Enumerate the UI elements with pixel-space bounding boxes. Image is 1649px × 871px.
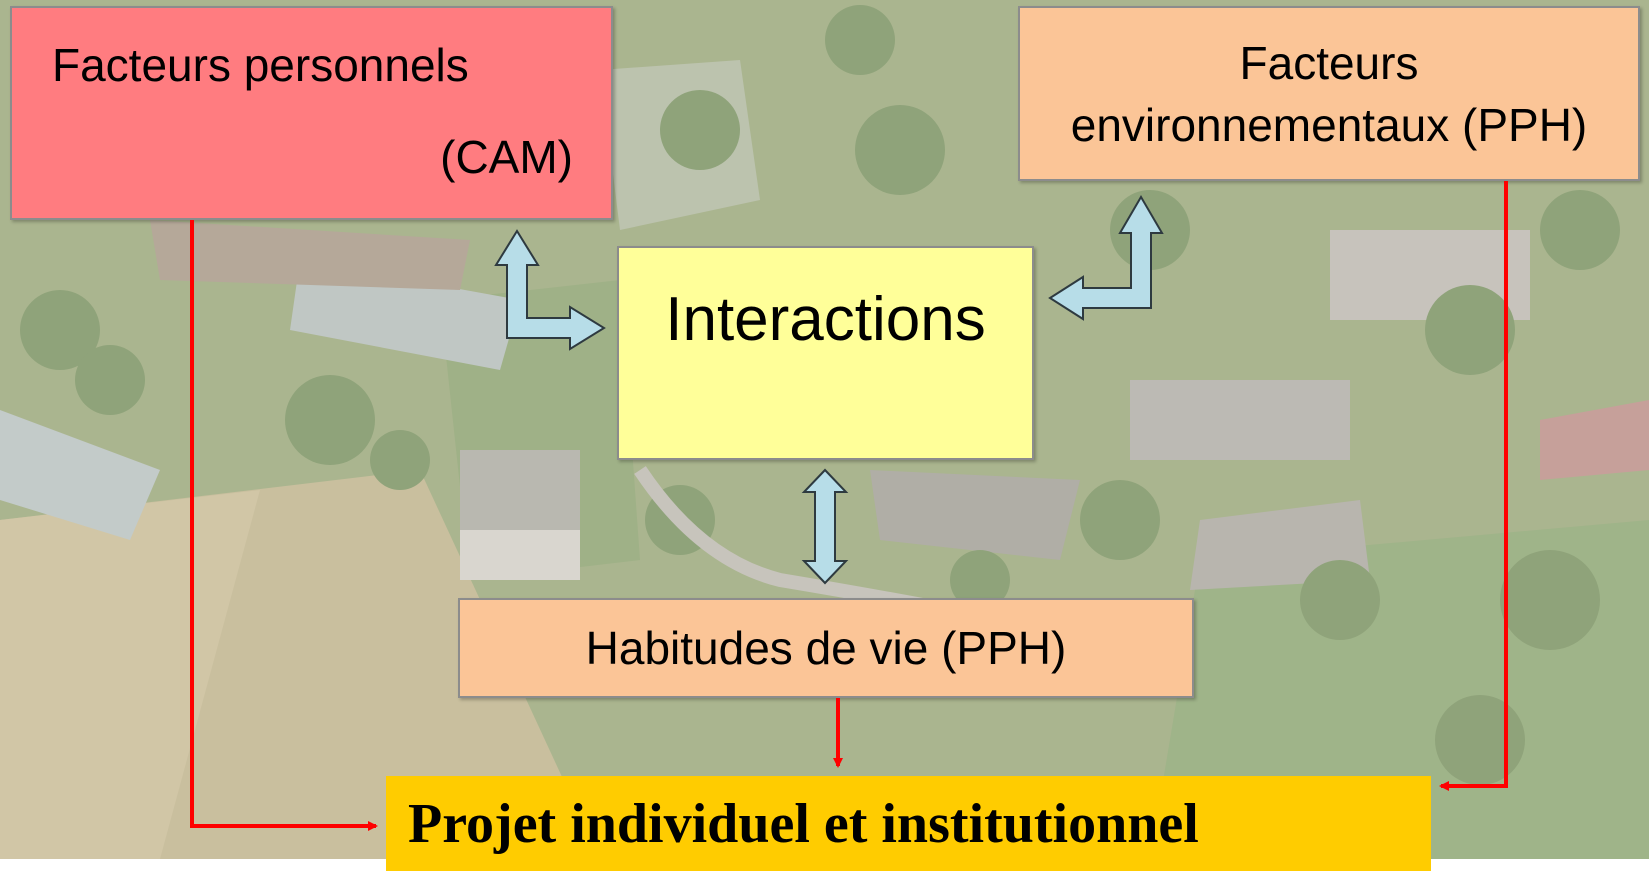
node-projet-label: Projet individuel et institutionnel — [408, 793, 1199, 855]
node-environmental-factors-line1: Facteurs — [1239, 37, 1419, 89]
node-projet: Projet individuel et institutionnel — [386, 776, 1431, 871]
node-environmental-factors-line2: environnementaux (PPH) — [1070, 99, 1588, 151]
node-life-habits-label: Habitudes de vie (PPH) — [585, 622, 1067, 674]
node-personal-factors: Facteurs personnels (CAM) — [10, 6, 613, 220]
node-environmental-factors: Facteurs environnementaux (PPH) — [1018, 6, 1640, 181]
node-personal-factors-line2: (CAM) — [440, 131, 573, 183]
node-interactions: Interactions — [617, 246, 1034, 460]
node-personal-factors-line1: Facteurs personnels — [52, 39, 469, 91]
node-interactions-label: Interactions — [665, 285, 986, 354]
node-life-habits: Habitudes de vie (PPH) — [458, 598, 1194, 698]
